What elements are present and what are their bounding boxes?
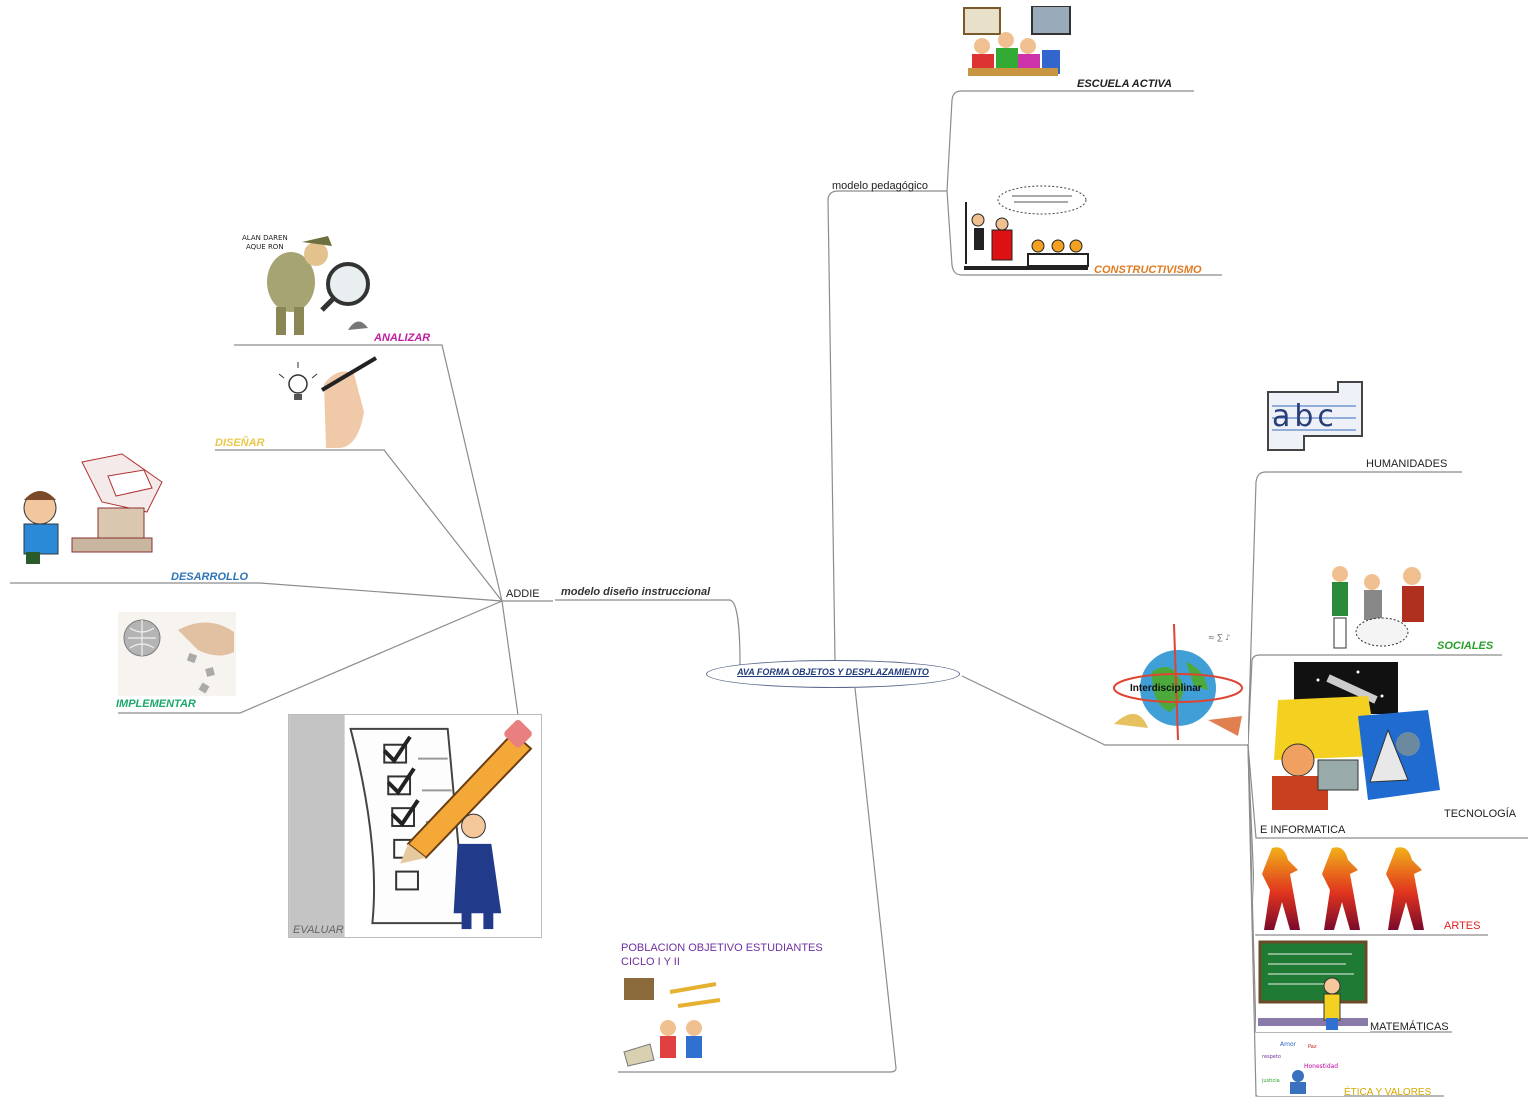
- svg-text:Paz: Paz: [1308, 1044, 1317, 1050]
- svg-text:respeto: respeto: [1262, 1054, 1281, 1060]
- area-tecnologia-label[interactable]: TECNOLOGÍA: [1444, 808, 1517, 820]
- phase-desarrollo-label[interactable]: DESARROLLO: [171, 571, 248, 583]
- abc-text: abc: [1272, 399, 1338, 434]
- central-topic-node[interactable]: AVA FORMA OBJETOS Y DESPLAZAMIENTO: [706, 660, 960, 688]
- svg-text:ALAN DAREN: ALAN DAREN: [242, 234, 288, 242]
- phase-disenar-label[interactable]: DISEÑAR: [215, 437, 265, 449]
- technology-collage-image: [1258, 660, 1442, 820]
- addie-label[interactable]: ADDIE: [506, 588, 540, 600]
- constructivismo-label[interactable]: CONSTRUCTIVISMO: [1094, 264, 1202, 276]
- students-playing-image: [620, 972, 722, 1070]
- interdisciplinary-globe-image: ≈ ∑ ♪ Interdisciplinar: [1108, 620, 1248, 744]
- svg-text:justicia: justicia: [1261, 1078, 1280, 1084]
- detective-magnifier-image: ALAN DAREN AQUE RON: [236, 222, 378, 342]
- svg-text:≈ ∑ ♪: ≈ ∑ ♪: [1208, 633, 1230, 642]
- area-informatica-label[interactable]: E INFORMATICA: [1260, 824, 1346, 836]
- area-etica-label[interactable]: ÉTICA Y VALORES: [1344, 1087, 1432, 1098]
- phase-implementar-label[interactable]: IMPLEMENTAR: [116, 698, 196, 710]
- checklist-pencil-image: [288, 714, 542, 938]
- values-word-cloud-image: Amor Paz respeto Honestidad justicia: [1258, 1038, 1344, 1096]
- active-school-classroom-image: [962, 6, 1072, 86]
- population-label-line2[interactable]: CICLO I Y II: [621, 956, 680, 968]
- interdisciplinary-label[interactable]: Interdisciplinar: [1130, 683, 1202, 694]
- constructivism-cartoon-image: [962, 184, 1090, 274]
- design-model-label[interactable]: modelo diseño instruccional: [561, 586, 711, 598]
- area-matematicas-label[interactable]: MATEMÁTICAS: [1370, 1021, 1449, 1033]
- area-sociales-label[interactable]: SOCIALES: [1437, 640, 1494, 652]
- phase-analizar-label[interactable]: ANALIZAR: [374, 332, 431, 344]
- chalkboard-teacher-image: [1256, 940, 1370, 1032]
- hand-drawing-lightbulb-image: [276, 354, 380, 448]
- population-label-line1[interactable]: POBLACION OBJETIVO ESTUDIANTES: [621, 942, 823, 954]
- historical-figures-image: [1326, 552, 1438, 652]
- phase-evaluar-label[interactable]: EVALUAR: [293, 924, 344, 936]
- area-humanidades-label[interactable]: HUMANIDADES: [1366, 458, 1448, 470]
- boy-at-computer-image: [12, 452, 172, 568]
- puzzle-globe-image: [118, 612, 236, 696]
- pedagogical-model-label[interactable]: modelo pedagógico: [832, 180, 929, 192]
- dancers-silhouette-image: [1254, 840, 1450, 934]
- area-artes-label[interactable]: ARTES: [1444, 920, 1481, 932]
- central-topic-label: AVA FORMA OBJETOS Y DESPLAZAMIENTO: [737, 667, 929, 677]
- svg-text:Honestidad: Honestidad: [1304, 1063, 1338, 1070]
- abc-sign-image: abc: [1264, 378, 1364, 454]
- escuela-activa-label[interactable]: ESCUELA ACTIVA: [1077, 78, 1172, 90]
- svg-text:AQUE RON: AQUE RON: [246, 243, 284, 251]
- svg-text:Amor: Amor: [1280, 1041, 1297, 1048]
